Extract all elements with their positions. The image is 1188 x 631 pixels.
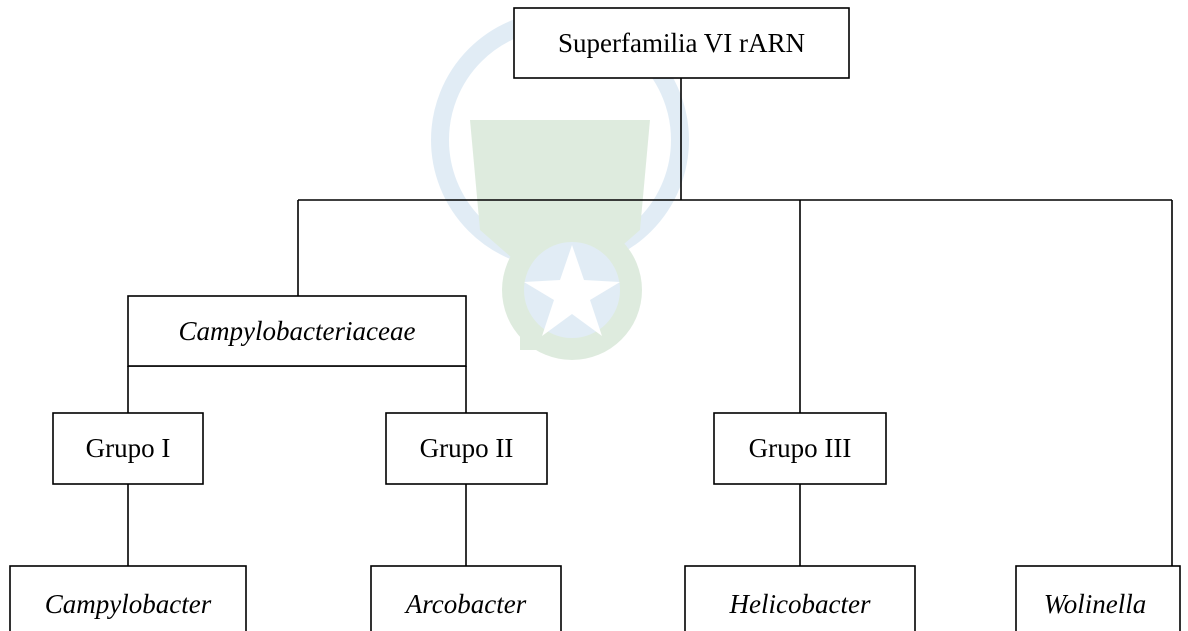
node-label: Campylobacter bbox=[45, 589, 212, 619]
node-box bbox=[1015, 565, 1181, 631]
node-label: Wolinella bbox=[1044, 589, 1147, 619]
node-label: Arcobacter bbox=[404, 589, 527, 619]
node-label: Campylobacteriaceae bbox=[179, 316, 416, 346]
node-superfamilia: Superfamilia VI rARN bbox=[513, 7, 850, 79]
node-box bbox=[513, 7, 850, 79]
node-box bbox=[52, 412, 204, 485]
node-grupo-i: Grupo I bbox=[52, 412, 204, 485]
node-box bbox=[370, 565, 562, 631]
node-label: Superfamilia VI rARN bbox=[558, 28, 805, 58]
node-label: Grupo I bbox=[86, 433, 171, 463]
node-genus-campylobacter: Campylobacter bbox=[9, 565, 247, 631]
node-genus-arcobacter: Arcobacter bbox=[370, 565, 562, 631]
node-grupo-ii: Grupo II bbox=[385, 412, 548, 485]
node-genus-wolinella: Wolinella bbox=[1015, 565, 1181, 631]
node-box bbox=[713, 412, 887, 485]
node-genus-helicobacter: Helicobacter bbox=[684, 565, 916, 631]
node-box bbox=[684, 565, 916, 631]
node-label: Grupo II bbox=[420, 433, 514, 463]
node-box bbox=[385, 412, 548, 485]
node-box bbox=[127, 295, 467, 367]
node-family-campylobacteriaceae: Campylobacteriaceae bbox=[127, 295, 467, 367]
seal-watermark bbox=[431, 11, 689, 360]
node-grupo-iii: Grupo III bbox=[713, 412, 887, 485]
node-label: Grupo III bbox=[749, 433, 852, 463]
node-label: Helicobacter bbox=[729, 589, 871, 619]
node-box bbox=[9, 565, 247, 631]
